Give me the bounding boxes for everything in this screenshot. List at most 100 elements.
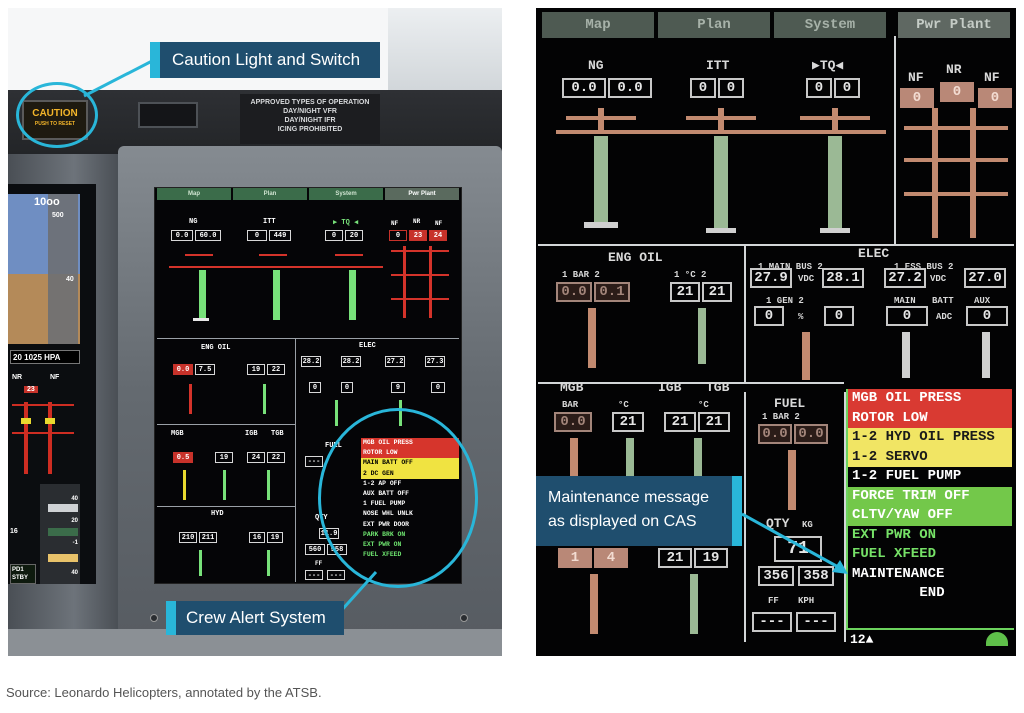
- cas-divider: [846, 628, 1014, 630]
- itt-label: ITT: [706, 58, 730, 73]
- source-caption: Source: Leonardo Helicopters, annotated …: [6, 685, 322, 700]
- pd-line: PD1: [12, 567, 24, 573]
- tape-value: 500: [52, 212, 64, 219]
- eng-oil-press-1: 0.0: [173, 364, 193, 375]
- nf-needle: [932, 108, 938, 238]
- tab-pwr-plant[interactable]: Pwr Plant: [385, 188, 459, 200]
- bezel-screw: [460, 614, 468, 622]
- mgb-temp: 21: [612, 412, 644, 432]
- nr-limit: [391, 250, 449, 252]
- nr-value: 0: [940, 82, 974, 102]
- section-divider: [538, 382, 844, 384]
- baro-setting: 20 1025 HPA: [10, 350, 80, 364]
- section-divider: [295, 338, 296, 582]
- nr-limit: [904, 126, 1008, 130]
- nf-1-value: 0: [389, 230, 407, 241]
- bezel-screw: [150, 614, 158, 622]
- caution-leader-line: [83, 58, 155, 98]
- panel-button[interactable]: [138, 102, 198, 128]
- nf-right-label: NF: [984, 70, 1000, 85]
- itt-label: ITT: [263, 218, 276, 226]
- itt-bar: [714, 136, 728, 230]
- tq-label: ▶TQ◀: [812, 58, 844, 73]
- nr-limit: [391, 274, 449, 276]
- gen-1: 0: [754, 306, 784, 326]
- maintenance-callout-line: as displayed on CAS: [548, 513, 697, 530]
- hyd-label: HYD: [211, 510, 224, 518]
- nf-2-value: 0: [978, 88, 1012, 108]
- cockpit-photo: CAUTION PUSH TO RESET APPROVED TYPES OF …: [8, 8, 502, 656]
- nf-needle: [429, 246, 432, 318]
- tq-2-value: 0: [834, 78, 860, 98]
- eng-oil-press-2: 7.5: [195, 364, 215, 375]
- ff-label: FF: [315, 560, 323, 567]
- cas-message: 1-2 HYD OIL PRESS: [848, 428, 1012, 448]
- igb-label: IGB: [245, 430, 258, 438]
- tab-plan[interactable]: Plan: [658, 12, 770, 38]
- nf-left-label: NF: [908, 70, 924, 85]
- cas-message: END: [919, 585, 945, 601]
- tab-map[interactable]: Map: [542, 12, 654, 38]
- tab-pwr-plant[interactable]: Pwr Plant: [898, 12, 1010, 38]
- ff-label: FF: [768, 596, 779, 606]
- eng-oil-press-1: 0.0: [556, 282, 592, 302]
- scale-mark: [48, 504, 78, 512]
- ff-1: ---: [752, 612, 792, 632]
- cas-message: 1-2 SERVO: [848, 447, 1012, 467]
- hyd-temp-1: 16: [249, 532, 265, 543]
- nr-limit-line: [12, 404, 74, 406]
- eng-oil-temp-gauge: [263, 384, 266, 414]
- eng-oil-label: ENG OIL: [201, 344, 231, 352]
- main-bus-1: 27.9: [750, 268, 792, 288]
- mgb-temp-gauge: [223, 470, 226, 500]
- kph-label: KPH: [798, 596, 815, 606]
- nf-pointer: [45, 418, 55, 424]
- eng-oil-bar-label: 1 BAR 2: [562, 270, 600, 280]
- ng-stem: [598, 108, 604, 134]
- igb-temp: 24: [247, 452, 265, 463]
- gen-1: 0: [309, 382, 321, 393]
- tgb-temp: 21: [698, 412, 730, 432]
- tab-map[interactable]: Map: [157, 188, 231, 200]
- nf-bar: [48, 402, 52, 474]
- maintenance-callout-tag: [732, 476, 742, 546]
- nr-limit: [904, 158, 1008, 162]
- fuel-tank-2: 358: [798, 566, 834, 586]
- nr-limit: [391, 298, 449, 300]
- qty-label: QTY: [766, 516, 790, 531]
- itt-stem: [718, 108, 724, 134]
- mgb-temp-gauge: [626, 438, 634, 478]
- section-divider: [157, 338, 459, 339]
- tq-base: [820, 228, 850, 233]
- ess-bus-2: 27.3: [425, 356, 445, 367]
- cas-message: MGB OIL PRESS: [848, 389, 1012, 409]
- ess-bus-1: 27.2: [884, 268, 926, 288]
- igb-gauge: [267, 470, 270, 500]
- fuel-tank-1: 560: [305, 544, 325, 555]
- placard-line: DAY/NIGHT VFR: [283, 108, 337, 115]
- eng-oil-label: ENG OIL: [608, 250, 663, 265]
- section-divider: [894, 36, 896, 246]
- tab-system[interactable]: System: [309, 188, 383, 200]
- main-batt-value: 0: [886, 306, 928, 326]
- eng-oil-press-2: 0.1: [594, 282, 630, 302]
- ff-2: ---: [796, 612, 836, 632]
- fuel-tank-1: 356: [758, 566, 794, 586]
- elec-label: ELEC: [858, 246, 890, 261]
- eng-oil-gauge: [588, 308, 596, 368]
- limit-line: [169, 266, 383, 268]
- tq-label: ▶ TQ ◀: [333, 219, 359, 227]
- ng-2-value: 60.0: [195, 230, 221, 241]
- igb-gauge: [694, 438, 702, 486]
- aux-batt: 0: [431, 382, 445, 393]
- tab-system[interactable]: System: [774, 12, 886, 38]
- tab-plan[interactable]: Plan: [233, 188, 307, 200]
- lower-limit-line: [12, 432, 74, 434]
- igb-label: IGB: [658, 380, 682, 395]
- cas-message: CLTV/YAW OFF: [848, 506, 1012, 526]
- pfd-mode-box: PD1 STBY: [10, 564, 36, 584]
- section-divider: [157, 424, 295, 425]
- hyd-1: 210: [179, 532, 197, 543]
- ff-2: ---: [327, 570, 345, 580]
- itt-2-value: 0: [718, 78, 744, 98]
